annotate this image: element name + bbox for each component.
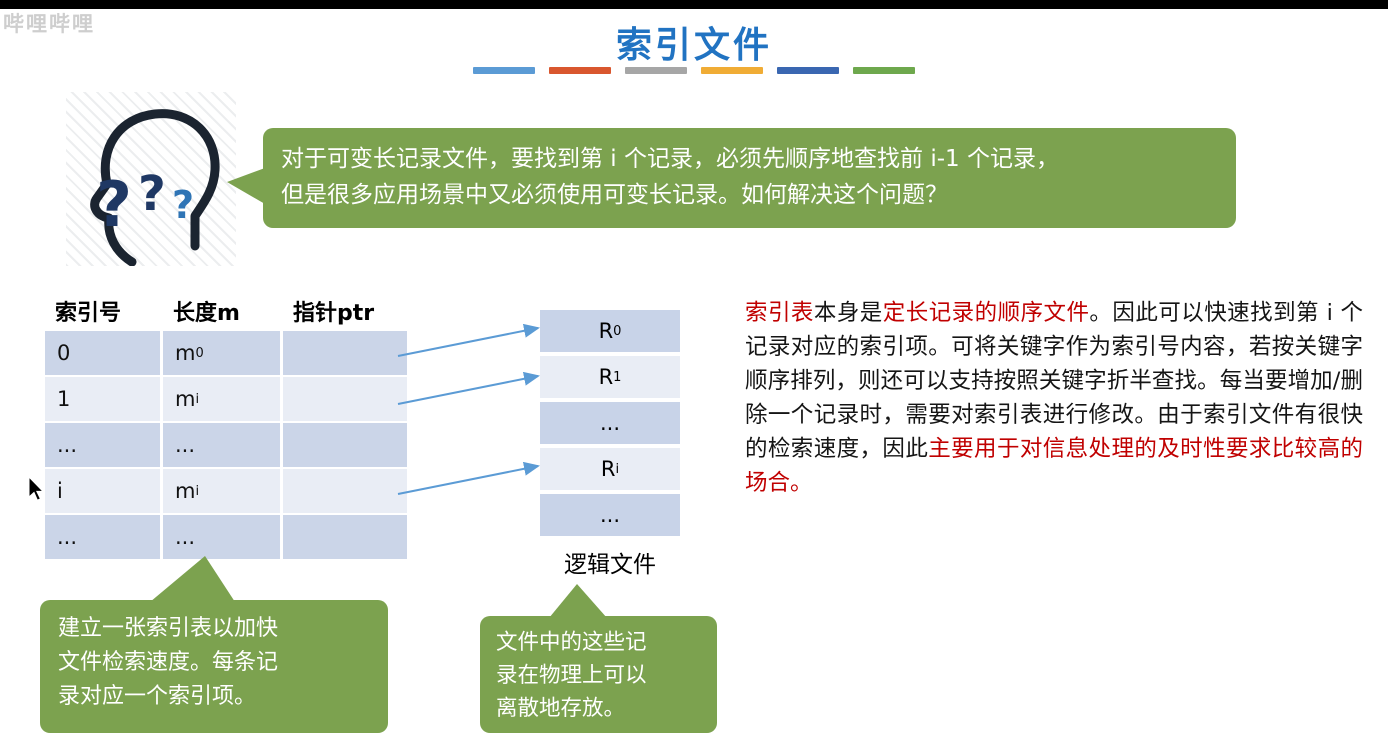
question-bubble-line1: 对于可变长记录文件，要找到第 i 个记录，必须先顺序地查找前 i-1 个记录，	[281, 146, 1059, 172]
length-base: ...	[175, 433, 196, 457]
pointer-arrows	[397, 323, 540, 495]
accent-bar-gray	[625, 67, 687, 74]
note-left-line2: 文件检索速度。每条记	[58, 650, 279, 675]
record-base: R	[600, 457, 616, 481]
note-middle-bubble: 文件中的这些记 录在物理上可以 离散地存放。	[480, 616, 717, 733]
question-bubble-line2: 但是很多应用场景中又必须使用可变长记录。如何解决这个问题？	[281, 182, 948, 208]
question-bubble-tail	[227, 168, 265, 204]
length-base: m	[175, 479, 196, 503]
cell-pointer	[283, 377, 407, 421]
accent-bar-darkblue	[777, 67, 839, 74]
accent-bar-green	[853, 67, 915, 74]
record-cell: ...	[540, 494, 680, 536]
explanation-segment: 每当要增加/删除一个记录时，需要对索引表进行修改。由于索引文件有很快的检索速度，…	[745, 368, 1363, 462]
note-left-tail	[150, 556, 235, 602]
record-base: ...	[599, 411, 621, 435]
explanation-segment: 主要用于对信息处理的及时性要求比较高的场合。	[745, 436, 1363, 496]
tail-shape	[549, 584, 607, 618]
cell-index: i	[45, 469, 163, 513]
note-middle-line3: 离散地存放。	[496, 696, 626, 721]
note-middle-line1: 文件中的这些记	[496, 630, 647, 655]
note-middle-tail	[549, 584, 607, 618]
note-middle-line2: 录在物理上可以	[496, 663, 647, 688]
explanation-segment: 可将关键字作为索引号内容，若按关键字顺序排列，则还可以支持按照关键字折半查找。	[745, 334, 1363, 394]
record-cell: ...	[540, 402, 680, 444]
arrow-row0-to-R0	[397, 323, 540, 357]
record-subscript: 1	[613, 369, 622, 385]
length-subscript: i	[195, 391, 200, 407]
length-subscript: 0	[195, 345, 204, 361]
explanation-segment: 索引表	[745, 300, 814, 326]
title-underline-bars	[473, 67, 915, 74]
explanation-segment: 。因此可以快速找到第 i 个记录对应的索引项。	[745, 300, 1363, 360]
page-title: 索引文件	[615, 25, 772, 66]
cell-pointer	[283, 469, 407, 513]
cell-length: ...	[163, 423, 283, 467]
table-row: ... ...	[45, 423, 407, 467]
cell-index: ...	[45, 423, 163, 467]
record-subscript: 0	[613, 323, 622, 339]
length-subscript: i	[195, 483, 200, 499]
tail-shape	[150, 556, 235, 602]
explanation-segment: 本身是	[813, 300, 883, 326]
question-bubble: 对于可变长记录文件，要找到第 i 个记录，必须先顺序地查找前 i-1 个记录， …	[227, 128, 1236, 228]
mouse-cursor	[28, 476, 45, 501]
length-base: m	[175, 341, 196, 365]
table-row: ... ...	[45, 515, 407, 559]
record-base: R	[598, 365, 614, 389]
cell-pointer	[283, 515, 407, 559]
question-mark-3: ?	[172, 183, 194, 227]
arrow-rowi-to-Ri	[397, 461, 540, 495]
record-base: ...	[599, 503, 621, 527]
index-table-header: 索引号 长度m 指针ptr	[45, 293, 407, 329]
header-pointer: 指针ptr	[293, 301, 375, 326]
cell-index: ...	[45, 515, 163, 559]
logical-file-label: 逻辑文件	[564, 552, 656, 578]
note-left-bubble: 建立一张索引表以加快 文件检索速度。每条记 录对应一个索引项。	[40, 600, 388, 733]
cell-pointer	[283, 423, 407, 467]
cell-length: ...	[163, 515, 283, 559]
head-profile-icon: ? ? ?	[90, 109, 220, 267]
cell-pointer	[283, 331, 407, 375]
cursor-arrow	[28, 476, 45, 501]
question-mark-1: ?	[96, 168, 132, 241]
explanation-segment: 定长记录的顺序文件	[882, 300, 1090, 326]
record-subscript: i	[615, 461, 620, 477]
record-base: R	[598, 319, 614, 343]
note-left-line1: 建立一张索引表以加快	[58, 616, 279, 641]
question-mark-2: ?	[138, 166, 166, 222]
length-base: m	[175, 387, 196, 411]
accent-bar-orange	[549, 67, 611, 74]
head-outline	[90, 109, 220, 267]
header-length: 长度m	[173, 301, 240, 326]
length-base: ...	[175, 525, 196, 549]
bilibili-watermark: 哔哩哔哩	[3, 12, 95, 36]
top-black-bar	[0, 0, 1388, 9]
accent-bar-yellow	[701, 67, 763, 74]
cell-index: 0	[45, 331, 163, 375]
explanation-text: 索引表本身是定长记录的顺序文件。因此可以快速找到第 i 个记录对应的索引项。可将…	[745, 296, 1363, 500]
cell-index: 1	[45, 377, 163, 421]
note-left-line3: 录对应一个索引项。	[58, 684, 257, 709]
thinking-head-icon: ? ? ?	[66, 92, 236, 267]
accent-bar-blue	[473, 67, 535, 74]
arrow-row1-to-R1	[397, 371, 540, 405]
header-index-number: 索引号	[55, 301, 122, 326]
